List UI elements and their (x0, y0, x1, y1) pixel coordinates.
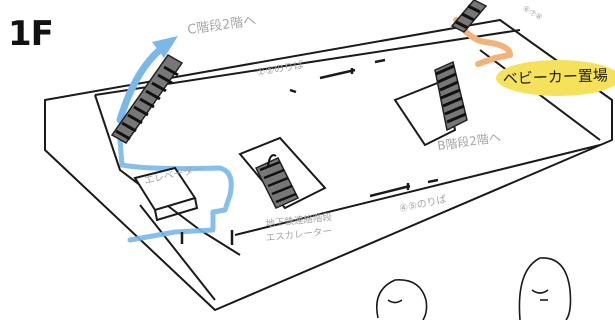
label-stairs-c: C階段2階へ (186, 13, 257, 38)
platform-markers (180, 58, 439, 245)
label-platform-top-right: ⑥⑦⑧ (521, 4, 544, 23)
stairs-b-icon (393, 60, 468, 147)
stairs-c-icon (110, 54, 184, 144)
stroller-highlight (496, 60, 615, 96)
person-icon (376, 257, 572, 320)
label-stroller-area: ベビーカー置場 (503, 66, 609, 88)
blue-arrow (116, 44, 166, 124)
label-platform-4-5: ④⑤のりば (398, 193, 447, 215)
elevator-icon (133, 166, 199, 222)
escalator-icon (238, 136, 327, 210)
stairs-top-right-icon (450, 0, 488, 33)
blue-arrowhead (152, 36, 178, 58)
blue-route (117, 137, 234, 243)
floor-label: 1F (8, 14, 54, 54)
